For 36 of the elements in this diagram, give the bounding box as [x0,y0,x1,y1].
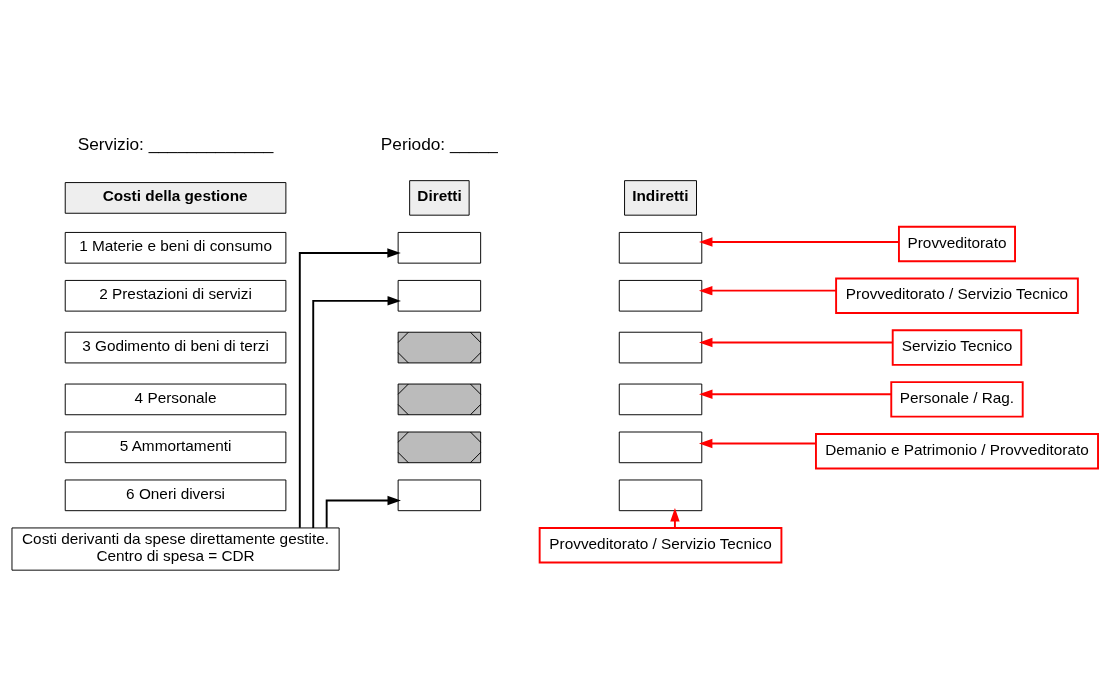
node-box: Costi derivanti da spese direttamente gestite. Centro di spesa = CDR [11,526,340,571]
node-box: Servizio Tecnico [891,328,1023,366]
node-box: Costi della gestione [64,181,287,214]
node-box [618,231,703,264]
node-box: 4 Personale [64,383,287,415]
node-box: Provveditorato [898,225,1016,262]
node-box: Diretti [409,179,470,216]
node-box [618,331,703,363]
arrow [670,507,680,529]
arrow [698,285,837,295]
arrow [325,495,401,529]
node-box: 3 Godimento di beni di terzi [64,331,287,363]
arrow [298,247,401,529]
label: Periodo: _____ [380,133,498,154]
node-box [397,231,482,264]
node-box: 5 Ammortamenti [64,431,287,463]
node-box [618,479,703,511]
node-box [397,479,482,511]
node-box: Personale / Rag. [890,380,1024,418]
node-box [618,279,703,312]
node-box: Indiretti [624,179,697,216]
node-box: 6 Oneri diversi [64,479,287,511]
node-box: Provveditorato / Servizio Tecnico [835,277,1079,314]
node-box [618,431,703,463]
arrow [312,295,401,529]
node-box: Demanio e Patrimonio / Provveditorato [815,432,1099,469]
node-box [618,383,703,415]
node-box: Provveditorato / Servizio Tecnico [538,526,783,563]
node-box [397,279,482,312]
node-box: 1 Materie e beni di consumo [64,231,287,264]
arrow [699,389,893,399]
node-box: 2 Prestazioni di servizi [64,279,287,312]
arrow [698,438,817,448]
arrow [699,236,900,247]
label: Servizio: _____________ [77,133,274,154]
arrow [699,337,894,347]
